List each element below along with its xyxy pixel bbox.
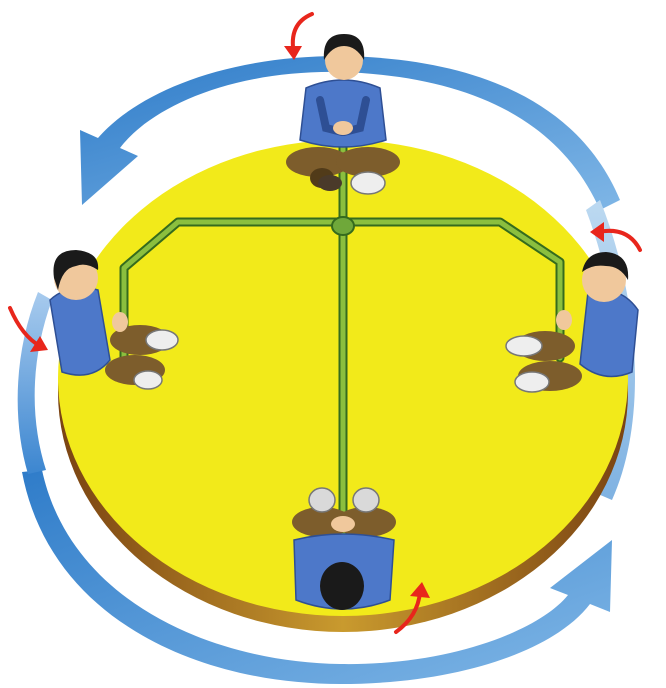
force-arrows — [8, 12, 642, 634]
shoe — [145, 329, 179, 351]
force-arrow-right-icon — [590, 222, 642, 252]
shoe — [350, 171, 386, 195]
person-bottom — [292, 487, 396, 610]
force-arrow-bottom-icon — [394, 582, 430, 634]
force-arrow-left-icon — [8, 306, 48, 352]
pipe-frame — [119, 115, 565, 545]
force-arrow-top-icon — [284, 12, 314, 60]
rotation-arrow-bottom-icon — [22, 470, 612, 684]
rotation-arrow-top-icon — [80, 56, 620, 210]
person-left — [49, 250, 179, 390]
shoe — [318, 175, 342, 191]
shoe — [505, 335, 543, 357]
person-right — [505, 252, 639, 393]
shoe — [133, 370, 163, 390]
shoe — [514, 371, 550, 393]
shoe — [308, 487, 336, 513]
rotation-arrow-left-icon — [17, 292, 52, 474]
pipe-center-joint — [331, 216, 355, 236]
person-top — [286, 34, 400, 195]
shoe — [352, 487, 380, 513]
